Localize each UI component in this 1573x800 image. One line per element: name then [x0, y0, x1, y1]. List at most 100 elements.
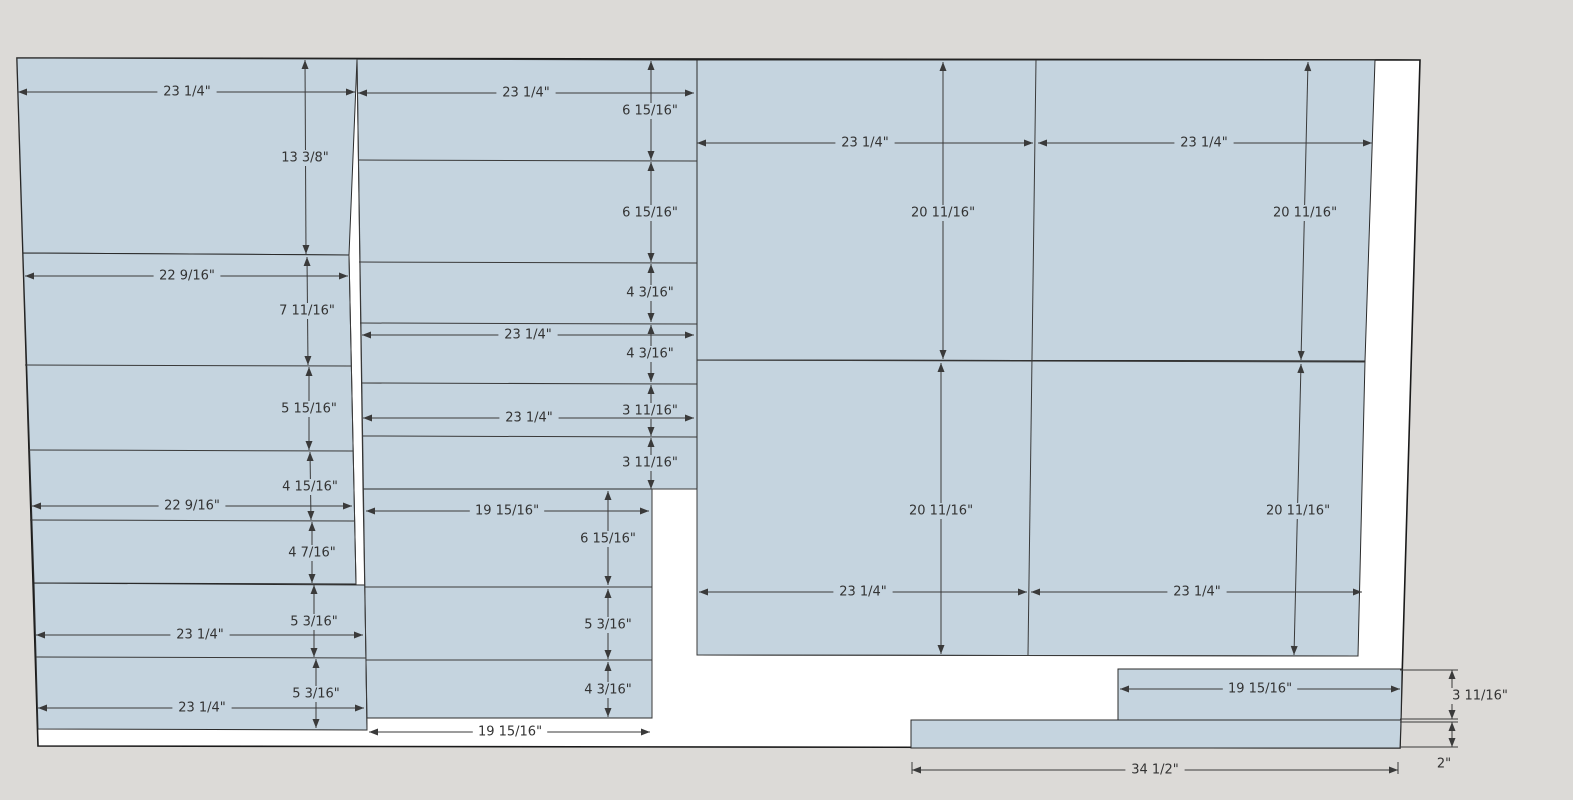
dimension-arrowhead: [354, 631, 363, 639]
dimension-label-background: [1433, 756, 1455, 772]
dimension-label: 19 15/16": [1228, 682, 1292, 697]
dimension-annotations: 23 1/4"23 1/4"13 3/8"6 15/16"6 15/16"4 3…: [18, 59, 1514, 778]
dimension-label-background: [620, 346, 680, 362]
dimension-d30: 20 11/16": [1267, 61, 1343, 361]
left-column-panels: [16, 57, 368, 731]
dimension-arrowhead: [1120, 685, 1129, 693]
dimension-arrowhead: [308, 574, 316, 583]
dimension-arrowhead: [647, 151, 655, 160]
dimension-arrowhead: [32, 502, 41, 510]
middle-column-panels: [356, 58, 698, 719]
dimension-label-background: [498, 327, 558, 343]
dimension-arrowhead: [355, 704, 364, 712]
dimension-d04: 6 15/16": [616, 61, 684, 160]
dimension-label-background: [157, 84, 217, 100]
dimension-arrowhead: [310, 648, 318, 657]
dimension-d21: 5 3/16": [578, 589, 638, 659]
dimension-label-background: [273, 303, 341, 319]
dimension-d14: 22 9/16": [32, 498, 352, 514]
dimension-arrowhead: [307, 510, 315, 520]
dimension-arrowhead: [339, 272, 348, 280]
dimension-d08: 3 11/16": [616, 385, 684, 436]
dimension-label: 4 3/16": [626, 347, 674, 362]
dimension-label: 20 11/16": [1266, 504, 1330, 519]
dimension-label-background: [1167, 584, 1227, 600]
dimension-arrowhead: [640, 507, 649, 515]
dimension-d06: 4 3/16": [620, 264, 680, 322]
dimension-label-background: [835, 135, 895, 151]
dimension-arrowhead: [604, 491, 612, 500]
dimension-arrowhead: [1297, 364, 1305, 374]
dimension-label: 4 3/16": [626, 286, 674, 301]
dimension-arrowhead: [647, 313, 655, 322]
dimension-label: 5 3/16": [290, 615, 338, 630]
dimension-arrowhead: [305, 441, 313, 450]
dimension-arrowhead: [308, 522, 316, 531]
dimension-label: 23 1/4": [1173, 585, 1221, 600]
dimension-arrowhead: [647, 325, 655, 334]
dimension-d12: 5 15/16": [275, 367, 343, 450]
dimension-label-background: [158, 498, 226, 514]
dimension-arrowhead: [604, 576, 612, 585]
dimension-arrowhead: [18, 88, 27, 96]
dimension-label: 22 9/16": [159, 269, 215, 284]
dimension-label-background: [172, 700, 232, 716]
dimension-arrowhead: [25, 272, 34, 280]
dimension-arrowhead: [912, 766, 921, 774]
dimension-label: 5 3/16": [584, 618, 632, 633]
dimension-arrowhead: [362, 331, 371, 339]
dimension-label-background: [1125, 762, 1185, 778]
dimension-arrowhead: [685, 89, 694, 97]
dimension-label-background: [286, 686, 346, 702]
dimension-arrowhead: [369, 728, 378, 736]
dimension-label-background: [170, 627, 230, 643]
dimension-arrowhead: [366, 507, 375, 515]
dimension-arrowhead: [1389, 766, 1398, 774]
dimension-arrowhead: [1038, 139, 1047, 147]
dimension-arrowhead: [1448, 738, 1456, 747]
dimension-arrowhead: [1031, 588, 1040, 596]
dimension-arrowhead: [346, 88, 355, 96]
dimension-label-background: [282, 545, 342, 561]
dimension-label: 23 1/4": [176, 628, 224, 643]
dimension-arrowhead: [1290, 645, 1298, 655]
dimension-d38: 34 1/2": [911, 762, 1399, 778]
dimension-arrowhead: [358, 89, 367, 97]
dimension-label-background: [469, 503, 545, 519]
dimension-label: 22 9/16": [164, 499, 220, 514]
dimension-label-background: [578, 682, 638, 698]
dimension-d17: 23 1/4": [363, 410, 694, 426]
dimension-d16: 23 1/4": [362, 327, 694, 343]
dimension-label: 23 1/4": [178, 701, 226, 716]
dimension-arrowhead: [1024, 139, 1033, 147]
dimension-label-background: [616, 205, 684, 221]
dimension-label: 6 15/16": [622, 104, 678, 119]
dimension-arrowhead: [647, 427, 655, 436]
dimension-label-background: [496, 85, 556, 101]
dimension-label: 4 15/16": [282, 480, 338, 495]
dimension-arrowhead: [939, 350, 947, 359]
dimension-label: 23 1/4": [841, 136, 889, 151]
dimension-arrowhead: [303, 257, 311, 267]
dimension-label: 23 1/4": [505, 411, 553, 426]
dimension-label-background: [1267, 205, 1343, 221]
dimension-d24: 23 1/4": [38, 700, 364, 716]
dimension-label-background: [1446, 688, 1514, 704]
dimension-arrowhead: [647, 373, 655, 382]
right-panels: [696, 59, 1376, 657]
dimension-label: 20 11/16": [909, 504, 973, 519]
dimension-arrowhead: [604, 662, 612, 671]
dimension-d36: 3 11/16": [1400, 669, 1514, 720]
dimension-arrowhead: [304, 355, 312, 365]
dimension-label: 3 11/16": [1452, 689, 1508, 704]
dimension-d11: 7 11/16": [273, 256, 341, 366]
dimension-label-background: [616, 455, 684, 471]
dimension-d03: 13 3/8": [275, 59, 335, 255]
dimension-arrowhead: [604, 650, 612, 659]
dimension-arrowhead: [312, 659, 320, 668]
dimension-label-background: [153, 268, 221, 284]
dimension-label: 23 1/4": [839, 585, 887, 600]
dimension-label-background: [275, 401, 343, 417]
